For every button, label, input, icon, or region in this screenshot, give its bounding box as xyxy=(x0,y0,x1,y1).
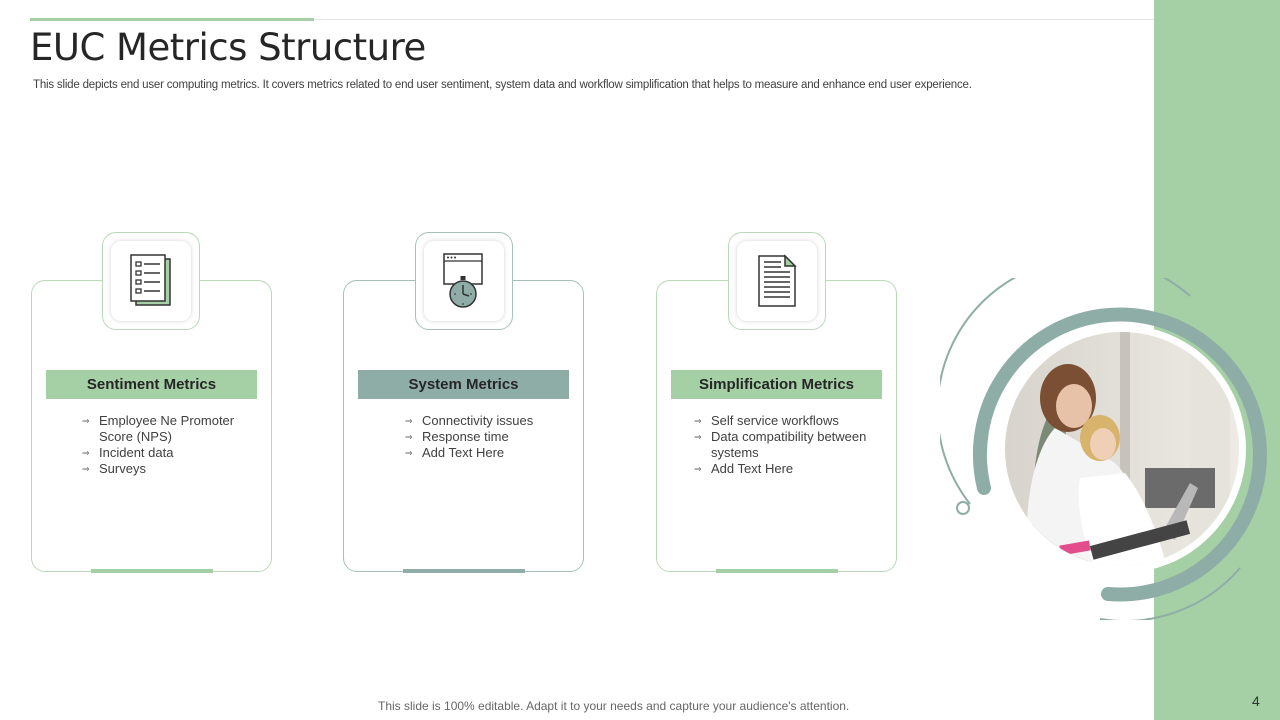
list-item: Incident data xyxy=(82,445,252,461)
text-document-icon xyxy=(737,241,817,321)
list-item: Data compatibility between systems xyxy=(694,429,874,461)
header-accent-bar xyxy=(30,18,314,21)
list-item: Employee Ne Promoter Score (NPS) xyxy=(82,413,252,445)
browser-stopwatch-icon xyxy=(424,241,504,321)
list-item: Add Text Here xyxy=(694,461,874,477)
sentiment-icon-frame xyxy=(102,232,200,330)
page-number: 4 xyxy=(1252,693,1260,709)
system-metrics-list: Connectivity issues Response time Add Te… xyxy=(405,413,575,461)
card-bottom-accent xyxy=(403,569,525,573)
simplification-metrics-list: Self service workflows Data compatibilit… xyxy=(694,413,874,477)
checklist-document-icon xyxy=(111,241,191,321)
people-at-laptop-photo xyxy=(936,256,1280,622)
header-divider xyxy=(30,19,1154,20)
simplification-icon-frame xyxy=(728,232,826,330)
slide-title: EUC Metrics Structure xyxy=(30,26,426,69)
card-bottom-accent xyxy=(716,569,838,573)
list-item: Self service workflows xyxy=(694,413,874,429)
list-item: Surveys xyxy=(82,461,252,477)
list-item: Add Text Here xyxy=(405,445,575,461)
list-item: Connectivity issues xyxy=(405,413,575,429)
simplification-metrics-label: Simplification Metrics xyxy=(671,370,882,399)
sentiment-metrics-list: Employee Ne Promoter Score (NPS) Inciden… xyxy=(82,413,252,477)
footer-text: This slide is 100% editable. Adapt it to… xyxy=(378,699,850,713)
list-item: Response time xyxy=(405,429,575,445)
sentiment-metrics-label: Sentiment Metrics xyxy=(46,370,257,399)
card-bottom-accent xyxy=(91,569,213,573)
system-icon-frame xyxy=(415,232,513,330)
system-metrics-label: System Metrics xyxy=(358,370,569,399)
slide-subtitle: This slide depicts end user computing me… xyxy=(33,79,972,91)
